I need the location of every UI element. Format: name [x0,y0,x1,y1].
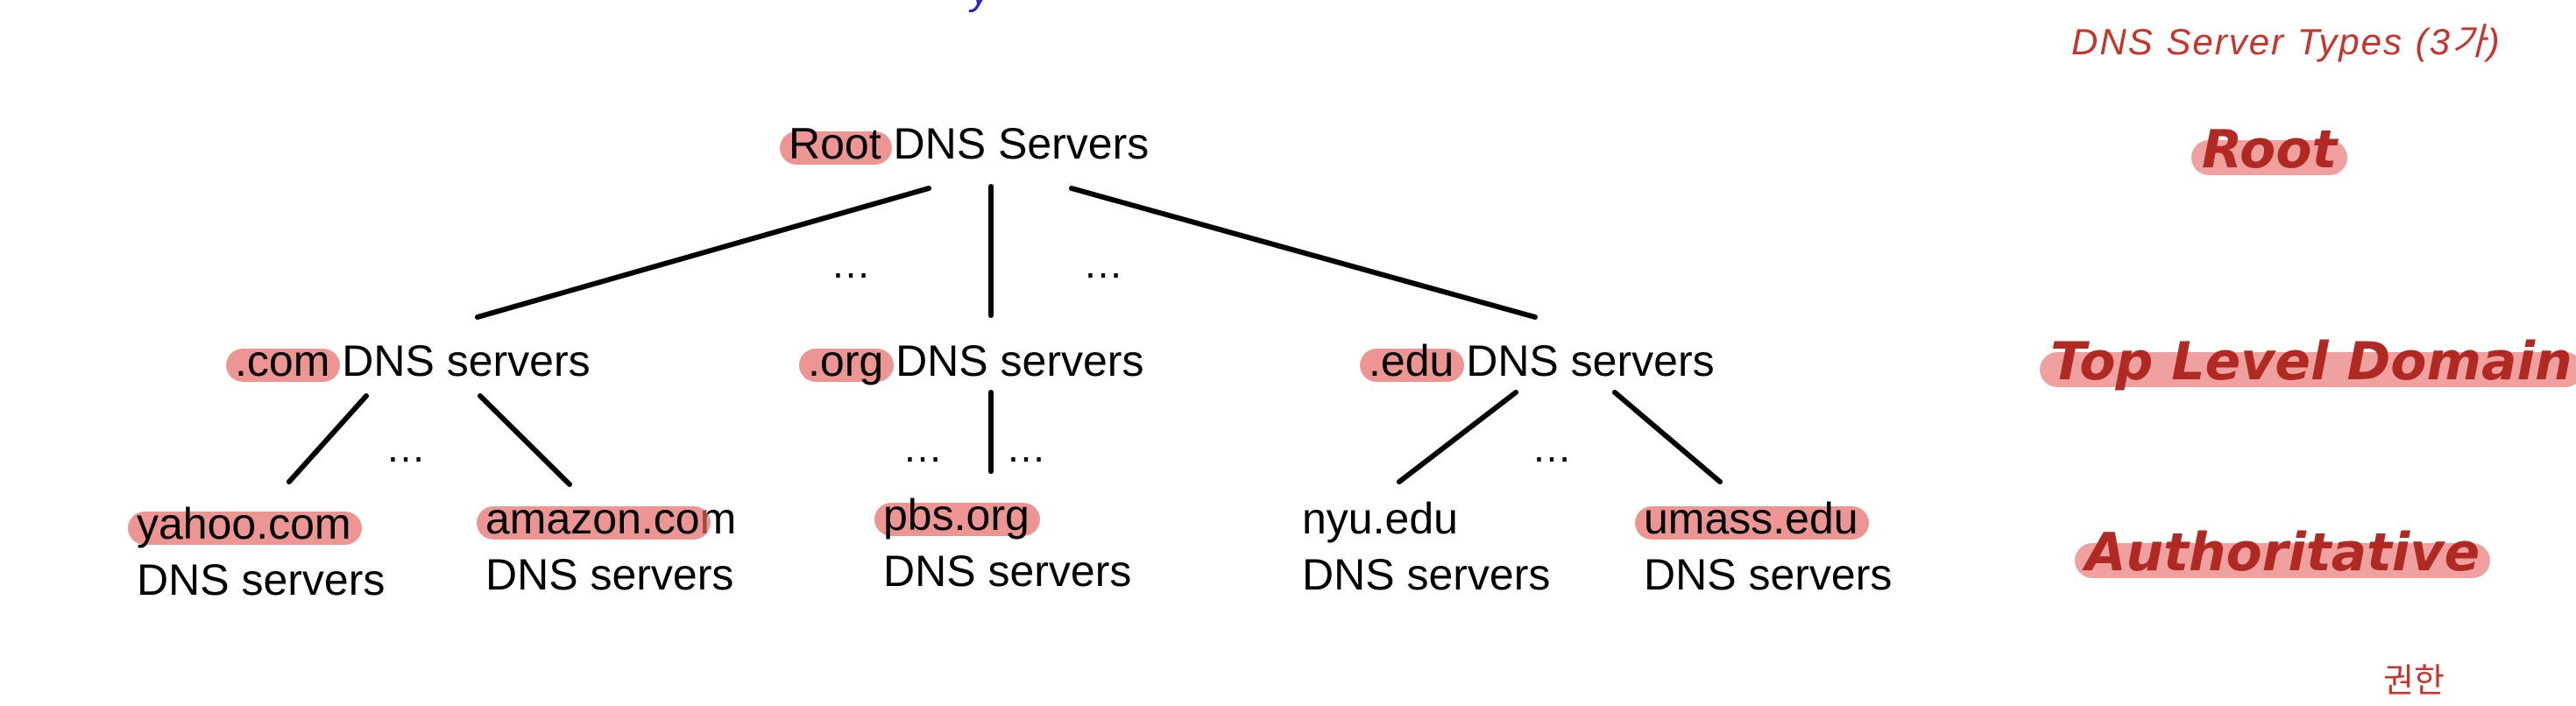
leaf-umass-highlight: umass.edu [1644,494,1858,543]
tld-com-label: DNS servers [329,336,591,385]
tld-com-highlight: .com [235,336,330,385]
ellipsis-org-left: … [902,425,945,470]
type-authoritative-label: Authoritative [2085,522,2480,583]
edge-com-yahoo [287,393,369,484]
type-root-label: Root [2103,119,2436,180]
leaf-umass-node: umass.edu DNS servers [1644,491,1892,603]
leaf-yahoo-highlight: yahoo.com [137,499,351,548]
leaf-amazon-node: amazon.com DNS servers [485,491,736,603]
leaf-amazon-highlight: amazon.co [485,494,700,543]
tld-edu-node: .edu DNS servers [1369,333,1715,389]
leaf-pbs-highlight: pbs.org [883,491,1030,540]
handwritten-footer: 권한 [2383,663,2445,700]
type-tld-label: Top Level Domain [2050,331,2572,392]
cropped-title-glyph: y [971,0,990,14]
type-tld-text: Top Level Domain [2050,331,2572,392]
edge-root-edu [1069,186,1538,320]
leaf-umass-sub: DNS servers [1644,550,1893,599]
leaf-nyu-label: nyu.edu [1302,494,1458,543]
leaf-pbs-node: pbs.org DNS servers [883,487,1131,599]
type-root-text: Root [2201,119,2338,180]
edge-edu-umass [1612,390,1723,484]
type-authoritative-text: Authoritative [2085,522,2480,583]
edge-com-amazon [478,393,572,487]
ellipsis-root-left: … [831,241,873,286]
leaf-yahoo-sub: DNS servers [137,555,386,604]
root-highlight: Root [789,119,881,168]
leaf-pbs-sub: DNS servers [883,547,1132,596]
leaf-amazon-sub: DNS servers [485,550,734,599]
root-label: DNS Servers [881,119,1150,168]
edge-root-com [475,186,931,320]
ellipsis-edu: … [1532,425,1574,470]
tld-edu-highlight: .edu [1369,336,1454,385]
leaf-yahoo-node: yahoo.com DNS servers [137,496,385,608]
ellipsis-org-right: … [1006,425,1048,470]
tld-com-node: .com DNS servers [235,333,591,389]
tld-org-node: .org DNS servers [808,333,1143,389]
root-dns-node: Root DNS Servers [789,116,1149,172]
ellipsis-com: … [386,425,428,470]
tld-org-highlight: .org [808,336,884,385]
handwritten-title: DNS Server Types (3가) [2071,21,2502,62]
leaf-nyu-sub: DNS servers [1302,550,1551,599]
edge-edu-nyu [1397,390,1518,484]
leaf-nyu-node: nyu.edu DNS servers [1302,491,1550,603]
tld-edu-label: DNS servers [1454,336,1715,385]
ellipsis-root-right: … [1083,241,1125,286]
tld-org-label: DNS servers [883,336,1144,385]
